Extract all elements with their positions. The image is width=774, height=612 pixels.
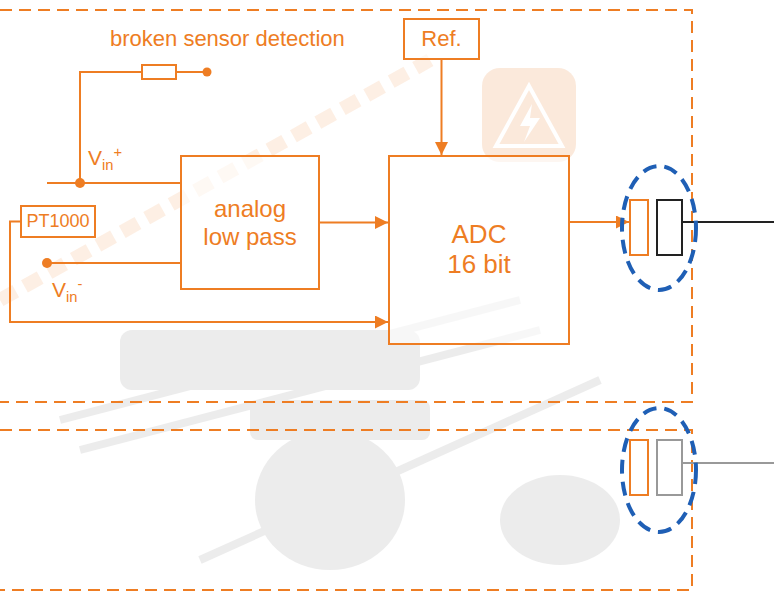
process-box: PT1000 xyxy=(20,205,96,238)
terminal-dot xyxy=(203,68,212,77)
signal-name: Vin- xyxy=(52,276,82,307)
faded-band xyxy=(0,60,430,300)
wire xyxy=(47,182,180,184)
wire xyxy=(176,71,203,73)
wire xyxy=(47,262,180,264)
lightning-bolt xyxy=(520,104,540,142)
photo-part xyxy=(250,400,430,440)
highlight-ellipse xyxy=(622,166,696,290)
signal-arrow xyxy=(441,60,443,155)
signal-arrow xyxy=(320,222,388,224)
highlight-ellipse xyxy=(622,408,696,532)
box-label: Ref. xyxy=(421,26,461,51)
connector-half xyxy=(657,440,682,495)
photo-hub xyxy=(500,475,620,565)
annotation: broken sensor detection xyxy=(110,26,345,52)
signal-superscript: + xyxy=(113,144,122,160)
module-boundary xyxy=(0,430,692,590)
signal-base: V xyxy=(88,146,102,169)
module-boundary xyxy=(0,10,692,402)
warning-icon-ground xyxy=(482,68,576,162)
process-box: analog low pass xyxy=(180,155,320,290)
terminal-dot xyxy=(42,258,52,268)
signal-subscript: in xyxy=(102,157,113,173)
box-label: ADC 16 bit xyxy=(436,220,522,280)
signal-subscript: in xyxy=(66,289,77,305)
box-label: analog low pass xyxy=(198,195,301,250)
wire xyxy=(80,72,142,183)
warning-triangle xyxy=(496,86,562,146)
connector-half xyxy=(630,200,648,255)
signal-name: Vin+ xyxy=(88,144,122,175)
warning-icon xyxy=(482,68,576,162)
terminal-dot xyxy=(75,178,85,188)
process-box: ADC 16 bit xyxy=(388,155,570,345)
signal-base: V xyxy=(52,278,66,301)
resistor-symbol xyxy=(142,65,176,79)
box-label: PT1000 xyxy=(26,211,89,232)
connector-half xyxy=(657,200,682,255)
signal-superscript: - xyxy=(77,276,82,292)
connector-half xyxy=(630,440,648,495)
process-box: Ref. xyxy=(403,18,480,60)
